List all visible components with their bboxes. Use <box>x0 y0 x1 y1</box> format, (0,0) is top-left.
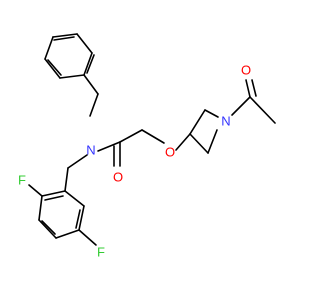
bond <box>64 190 85 207</box>
bond <box>64 167 69 192</box>
bond <box>53 36 75 41</box>
bond <box>47 59 62 76</box>
bond <box>175 133 191 151</box>
bond <box>55 229 80 239</box>
bond <box>59 74 85 79</box>
bond <box>249 96 276 124</box>
bond <box>189 109 206 135</box>
bond <box>141 129 165 144</box>
amide-nitrogen-label: N <box>86 143 95 158</box>
bond <box>89 93 99 117</box>
bond <box>245 79 251 98</box>
atom-labels: N O O N O F F <box>18 63 251 260</box>
bond <box>44 36 54 60</box>
bond <box>119 129 143 143</box>
bond-lines <box>28 33 276 246</box>
bond <box>28 184 43 197</box>
bond <box>83 74 99 95</box>
carbonyl-oxygen-label: O <box>113 170 123 185</box>
bond <box>41 220 56 235</box>
molecule-structure-diagram: N O O N O F F <box>18 33 276 260</box>
bond <box>86 54 95 74</box>
bond <box>83 52 93 76</box>
ortho-fluorine-label: F <box>18 173 26 188</box>
bond <box>44 58 61 79</box>
bond <box>75 209 81 229</box>
acetyl-oxygen-label: O <box>241 63 251 78</box>
bond <box>44 195 64 201</box>
azetidine-nitrogen-label: N <box>221 114 230 129</box>
bond <box>38 219 57 239</box>
bond <box>231 96 251 116</box>
bond <box>207 129 218 154</box>
bond <box>76 33 93 54</box>
bond <box>204 109 219 118</box>
bond <box>78 229 97 246</box>
bond <box>52 33 78 38</box>
meta-fluorine-label: F <box>97 245 105 260</box>
bond <box>38 195 43 221</box>
bond <box>251 79 257 97</box>
bond <box>78 205 85 231</box>
bond <box>67 154 88 169</box>
bond <box>97 141 121 152</box>
ether-oxygen-label: O <box>165 145 175 160</box>
bond <box>189 133 209 154</box>
bond <box>41 190 66 197</box>
